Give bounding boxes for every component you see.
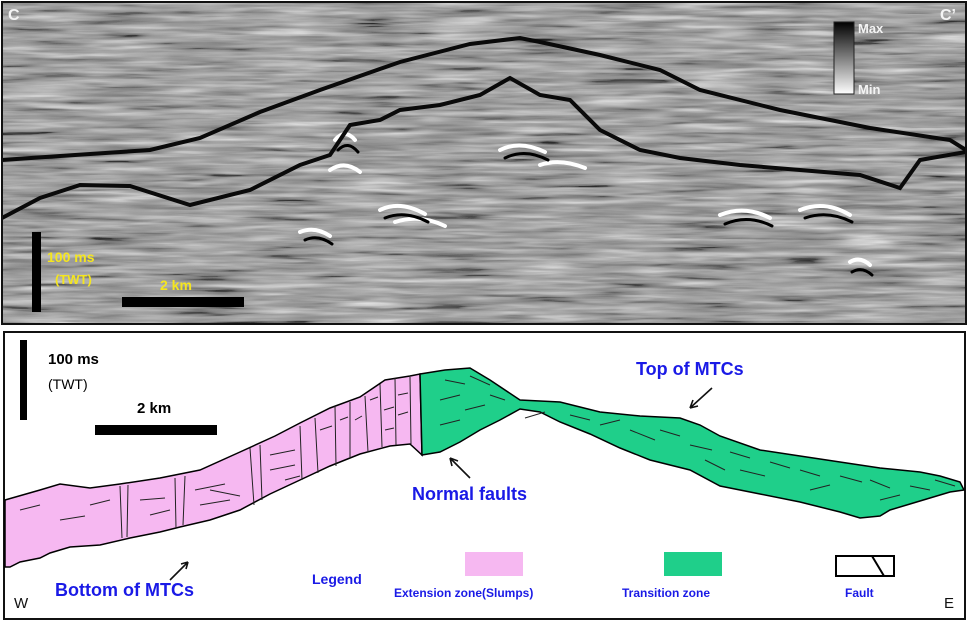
transition-zone-polygon	[419, 367, 966, 519]
seismic-texture	[2, 2, 966, 324]
interpretation-scale-bars: 100 ms (TWT) 2 km	[20, 340, 217, 435]
bottom-of-mtcs-label: Bottom of MTCs	[55, 580, 194, 600]
vertical-scale-label-2: 100 ms	[48, 351, 99, 368]
legend-label-transition: Transition zone	[622, 586, 710, 600]
amplitude-colorbar: Max Min	[833, 21, 884, 97]
legend-label-fault: Fault	[845, 586, 874, 600]
legend-swatch-transition	[664, 552, 722, 576]
legend-title: Legend	[312, 571, 362, 587]
colorbar-max-label: Max	[858, 21, 884, 36]
corner-label-w: W	[14, 595, 29, 612]
seismic-scale-bars: 100 ms (TWT) 2 km	[32, 232, 244, 312]
corner-label-c: C	[8, 7, 20, 24]
interpretation-panel: 100 ms (TWT) 2 km Top of MTCs Normal fau…	[3, 331, 966, 620]
corner-label-e: E	[944, 595, 954, 612]
colorbar-gradient	[833, 21, 855, 95]
horizontal-scale-bar	[122, 297, 244, 307]
legend-swatch-extension	[465, 552, 523, 576]
top-of-mtcs-label: Top of MTCs	[636, 359, 744, 379]
bottom-horizon-line	[2, 75, 966, 220]
horizontal-scale-label-2: 2 km	[137, 400, 171, 417]
vertical-scale-label: 100 ms	[47, 249, 95, 265]
vertical-scale-bar	[32, 232, 41, 312]
normal-faults-arrow	[449, 457, 471, 479]
legend-label-extension: Extension zone(Slumps)	[394, 586, 533, 600]
extension-zone-faults	[19, 376, 412, 539]
bottom-arrow	[169, 561, 189, 581]
seismic-panel: C C’ Max Min 100 ms (TWT) 2 km	[1, 1, 967, 325]
colorbar-min-label: Min	[858, 82, 880, 97]
corner-label-c-prime: C’	[940, 7, 956, 24]
normal-faults-label: Normal faults	[412, 484, 527, 504]
top-horizon-line	[2, 35, 966, 162]
legend: Legend Extension zone(Slumps) Transition…	[312, 552, 895, 600]
horizontal-scale-bar-2	[95, 425, 217, 435]
extension-zone-polygon	[4, 373, 423, 568]
vertical-scale-unit-2: (TWT)	[48, 376, 88, 392]
top-arrow	[689, 387, 713, 409]
fault-symbol-icon	[835, 555, 895, 577]
vertical-scale-bar-2	[20, 340, 27, 420]
horizontal-scale-label: 2 km	[160, 277, 192, 293]
transition-zone-fractures	[439, 375, 956, 501]
vertical-scale-unit: (TWT)	[55, 272, 92, 287]
